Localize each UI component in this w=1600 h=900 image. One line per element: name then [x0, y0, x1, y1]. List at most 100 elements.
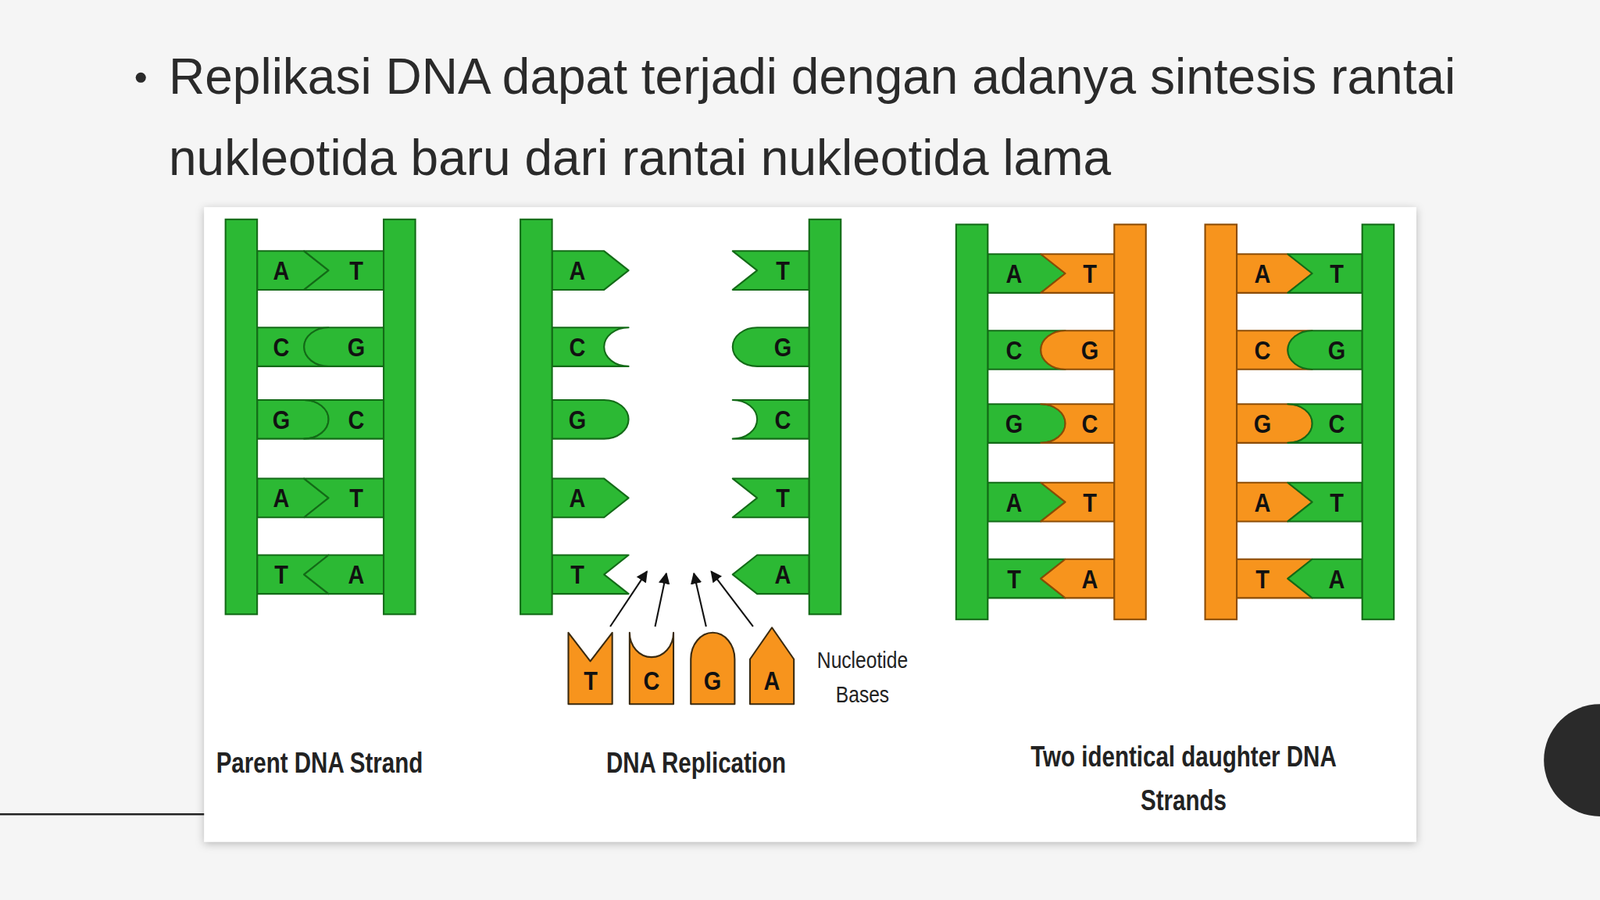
base-piece — [552, 555, 629, 595]
arrow-line — [655, 573, 667, 627]
base-letter: A — [1081, 564, 1098, 594]
base-letter: C — [569, 332, 586, 362]
base-piece — [1040, 559, 1115, 599]
base-piece — [1040, 253, 1115, 293]
base-letter: A — [569, 255, 586, 286]
slide-title: Replikasi DNA dapat terjadi dengan adany… — [168, 35, 1544, 199]
base-letter: A — [774, 559, 791, 590]
base-piece — [552, 327, 629, 367]
base-letter: G — [568, 404, 586, 435]
base-piece — [732, 327, 810, 367]
base-letter: A — [1006, 487, 1023, 518]
base-letter: G — [1081, 335, 1099, 365]
backbone-rail — [1362, 224, 1394, 619]
base-letter: A — [1006, 258, 1023, 289]
backbone-rail — [1114, 224, 1146, 619]
base-letter: T — [1082, 258, 1097, 289]
base-piece — [732, 400, 810, 440]
base-piece — [552, 400, 629, 440]
base-piece — [732, 555, 810, 595]
base-letter: C — [1253, 335, 1271, 365]
backbone-rail — [383, 219, 415, 615]
base-piece — [1287, 253, 1362, 293]
base-letter: T — [349, 255, 364, 286]
backbone-rail — [225, 219, 258, 615]
backbone-rail — [1205, 224, 1237, 619]
base-piece — [987, 403, 1065, 443]
base-letter: T — [1255, 564, 1270, 594]
base-piece — [1287, 482, 1362, 522]
arrow-line — [693, 573, 707, 627]
base-letter: C — [273, 332, 290, 362]
base-piece — [732, 478, 810, 518]
base-letter: T — [1329, 487, 1344, 518]
base-letter: G — [272, 404, 290, 435]
bullet-dot — [135, 72, 147, 83]
base-letter: G — [347, 332, 365, 362]
base-piece — [732, 250, 810, 290]
base-piece — [303, 478, 384, 518]
base-letter: A — [347, 559, 365, 590]
base-letter: A — [273, 255, 290, 286]
base-letter: C — [1006, 335, 1023, 365]
base-letter: G — [703, 665, 722, 696]
arrows — [610, 571, 754, 627]
base-letter: T — [1007, 564, 1022, 594]
base-letter: T — [1329, 258, 1344, 289]
base-piece — [1040, 330, 1115, 370]
base-letter: T — [775, 255, 790, 286]
free-nucleotide — [750, 627, 794, 704]
base-piece — [1287, 330, 1362, 370]
base-letter: T — [1082, 487, 1097, 518]
base-letter: A — [1253, 258, 1271, 289]
base-letter: A — [1253, 487, 1271, 518]
arrow-line — [710, 571, 754, 627]
base-piece — [1287, 403, 1362, 443]
base-piece — [552, 478, 629, 518]
backbone-rail — [809, 219, 841, 615]
base-piece — [1236, 403, 1313, 443]
base-letter: T — [349, 482, 364, 513]
base-letter: T — [570, 559, 585, 590]
free-nucleotide — [690, 632, 735, 704]
base-letter: A — [569, 482, 586, 513]
panel-caption: Parent DNA Strand — [215, 741, 423, 786]
base-letter: G — [1328, 335, 1346, 365]
base-letter: T — [275, 559, 290, 590]
base-piece — [1040, 403, 1115, 443]
nucleotide-label: Nucleotide Bases — [798, 642, 927, 712]
base-letter: T — [775, 482, 790, 513]
base-letter: A — [273, 482, 290, 513]
base-letter: C — [347, 404, 365, 435]
base-letter: G — [1253, 408, 1271, 439]
decor-line — [0, 813, 204, 816]
panel-caption: DNA Replication — [606, 741, 786, 786]
base-piece — [1040, 482, 1115, 522]
dna-art — [225, 219, 1395, 704]
base-piece — [303, 327, 384, 367]
panel-caption: Two identical daughter DNA Strands — [1029, 735, 1338, 823]
base-piece — [303, 250, 384, 290]
backbone-rail — [956, 224, 988, 619]
figure-panel — [203, 207, 1417, 842]
base-letter: T — [583, 665, 598, 696]
base-letter: G — [1005, 408, 1023, 439]
base-piece — [552, 250, 629, 290]
base-letter: A — [764, 665, 781, 696]
backbone-rail — [520, 219, 552, 615]
arrow-line — [610, 571, 647, 627]
decor-circle — [1543, 703, 1600, 817]
base-piece — [303, 400, 384, 440]
base-letter: C — [643, 665, 661, 696]
base-letter: C — [774, 404, 791, 435]
base-piece — [1287, 559, 1362, 599]
base-letter: C — [1328, 408, 1346, 439]
base-letter: C — [1081, 408, 1098, 439]
base-letter: A — [1328, 564, 1346, 594]
base-piece — [257, 400, 329, 440]
base-letter: G — [774, 332, 792, 362]
base-piece — [303, 555, 384, 595]
free-nucleotide — [629, 632, 674, 704]
free-nucleotide — [568, 632, 613, 704]
